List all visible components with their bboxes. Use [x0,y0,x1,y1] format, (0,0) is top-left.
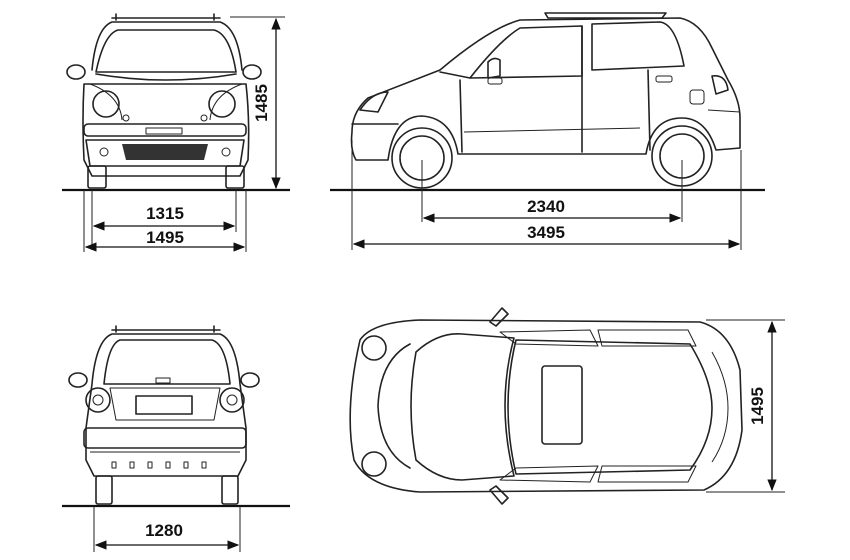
wheelbase-label: 2340 [527,197,565,216]
top-view [349,307,785,505]
bumper-vents [111,461,207,469]
rear-view [62,325,290,552]
front-view [62,13,290,252]
front-width-label: 1495 [146,228,184,247]
front-height-label: 1485 [252,84,271,122]
top-width-label: 1495 [748,387,767,425]
front-track-label: 1315 [146,204,184,223]
side-view [330,12,765,250]
rear-track-label: 1280 [145,521,183,540]
overall-length-label: 3495 [527,223,565,242]
